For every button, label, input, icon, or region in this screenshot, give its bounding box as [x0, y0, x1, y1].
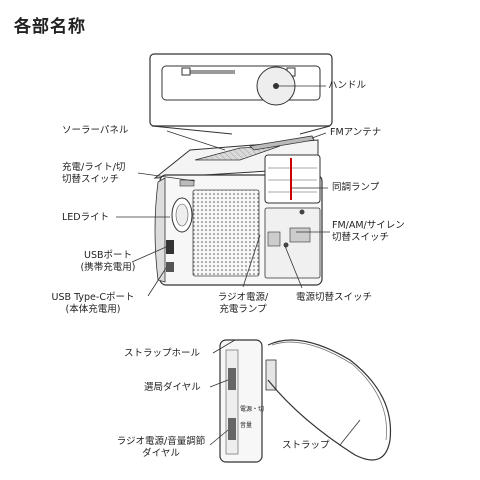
label-tuning-lamp: 同調ランプ	[332, 182, 380, 193]
label-usbc-port-line2: (本体充電用)	[65, 304, 121, 315]
radio-side-view	[219, 339, 392, 463]
radio-front-view	[153, 135, 323, 286]
leader-lines	[116, 85, 361, 446]
label-strap-hole: ストラップホール	[124, 348, 201, 359]
label-usbc-port-line1: USB Type-Cポート	[51, 292, 135, 303]
label-power-switch: 電源切替スイッチ	[296, 292, 373, 303]
label-volume-dial-line2: ダイヤル	[142, 448, 180, 459]
label-usb-port-line2: (携帯充電用)	[80, 262, 136, 273]
side-label-power: 電源・切	[240, 406, 265, 413]
label-volume-dial-line1: ラジオ電源/音量調節	[116, 436, 206, 447]
label-handle: ハンドル	[328, 80, 367, 91]
label-radio-power-lamp-line1: ラジオ電源/	[217, 292, 269, 303]
label-strap: ストラップ	[282, 440, 330, 451]
label-volume-dial: ラジオ電源/音量調節 ダイヤル	[112, 436, 210, 460]
top-view-inset	[149, 53, 333, 135]
label-led-light: LEDライト	[62, 212, 110, 223]
label-radio-power-lamp: ラジオ電源/ 充電ランプ	[206, 292, 280, 316]
label-tuning-dial: 選局ダイヤル	[144, 382, 201, 393]
page-title: 各部名称	[14, 17, 86, 37]
label-band-switch-line1: FM/AM/サイレン	[332, 220, 405, 231]
label-charge-switch-line1: 充電/ライト/切	[62, 162, 126, 173]
label-fm-antenna: FMアンテナ	[330, 127, 382, 138]
label-usbc-port: USB Type-Cポート (本体充電用)	[40, 292, 146, 316]
label-solar-panel: ソーラーパネル	[62, 125, 129, 136]
label-charge-switch-line2: 切替スイッチ	[62, 174, 120, 185]
side-label-volume: 音量	[240, 422, 253, 429]
label-radio-power-lamp-line2: 充電ランプ	[219, 304, 267, 315]
label-band-switch: FM/AM/サイレン 切替スイッチ	[332, 220, 405, 244]
label-band-switch-line2: 切替スイッチ	[332, 232, 390, 243]
label-usb-port: USBポート (携帯充電用)	[76, 250, 140, 274]
label-usb-port-line1: USBポート	[83, 250, 132, 261]
label-charge-switch: 充電/ライト/切 切替スイッチ	[62, 162, 125, 186]
